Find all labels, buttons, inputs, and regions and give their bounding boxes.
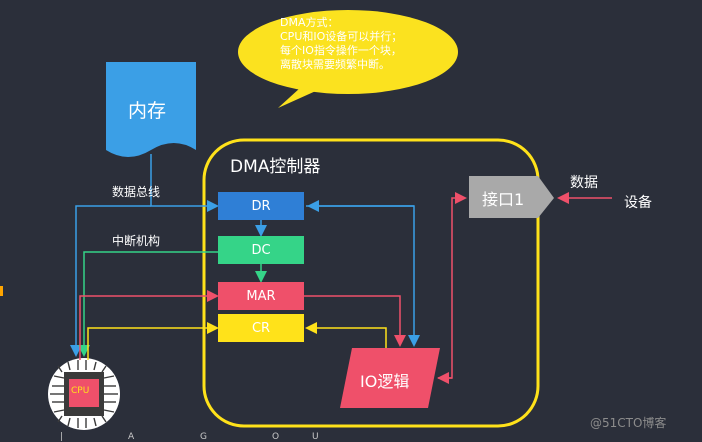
interface-shape: [469, 176, 554, 218]
speech-bubble: [238, 10, 458, 108]
device-label: 设备: [624, 195, 652, 211]
data-label: 数据: [570, 175, 598, 191]
register-dr-label: DR: [251, 198, 271, 214]
cpu-chip-icon: [48, 358, 120, 430]
bubble-line-4: 离散块需要频繁中断。: [280, 58, 390, 71]
controller-title: DMA控制器: [230, 157, 321, 177]
register-dc-label: DC: [251, 242, 271, 258]
bottom-tick-5: U: [312, 432, 319, 442]
bottom-tick-3: G: [200, 432, 207, 442]
io-logic-shape: [340, 348, 440, 408]
bubble-line-2: CPU和IO设备可以并行；: [280, 30, 403, 43]
register-dr: DR: [218, 192, 304, 220]
data-bus-label: 数据总线: [112, 185, 161, 199]
memory-label: 内存: [128, 100, 167, 122]
watermark: @51CTO博客: [590, 416, 667, 430]
controller-frame: [202, 138, 540, 428]
bubble-line-3: 每个IO指令操作一个块，: [280, 44, 402, 57]
edge-marker: [0, 286, 3, 296]
bubble-line-1: DMA方式：: [280, 16, 339, 29]
io-logic-label: IO逻辑: [360, 372, 410, 391]
connectors: [70, 154, 612, 384]
interface-label: 接口1: [482, 190, 525, 209]
memory-shape: [106, 62, 196, 157]
bottom-tick-2: A: [128, 432, 135, 442]
interrupt-label: 中断机构: [112, 234, 161, 248]
register-cr: CR: [218, 314, 304, 342]
register-mar: MAR: [218, 282, 304, 310]
register-mar-label: MAR: [246, 288, 276, 304]
cpu-label: CPU: [71, 386, 90, 396]
register-dc: DC: [218, 236, 304, 264]
bottom-tick-4: O: [272, 432, 280, 442]
bottom-tick-1: |: [60, 432, 64, 442]
register-cr-label: CR: [251, 320, 271, 336]
dma-description: DMA方式： CPU和IO设备可以并行； 每个IO指令操作一个块， 离散块需要频…: [280, 16, 450, 72]
